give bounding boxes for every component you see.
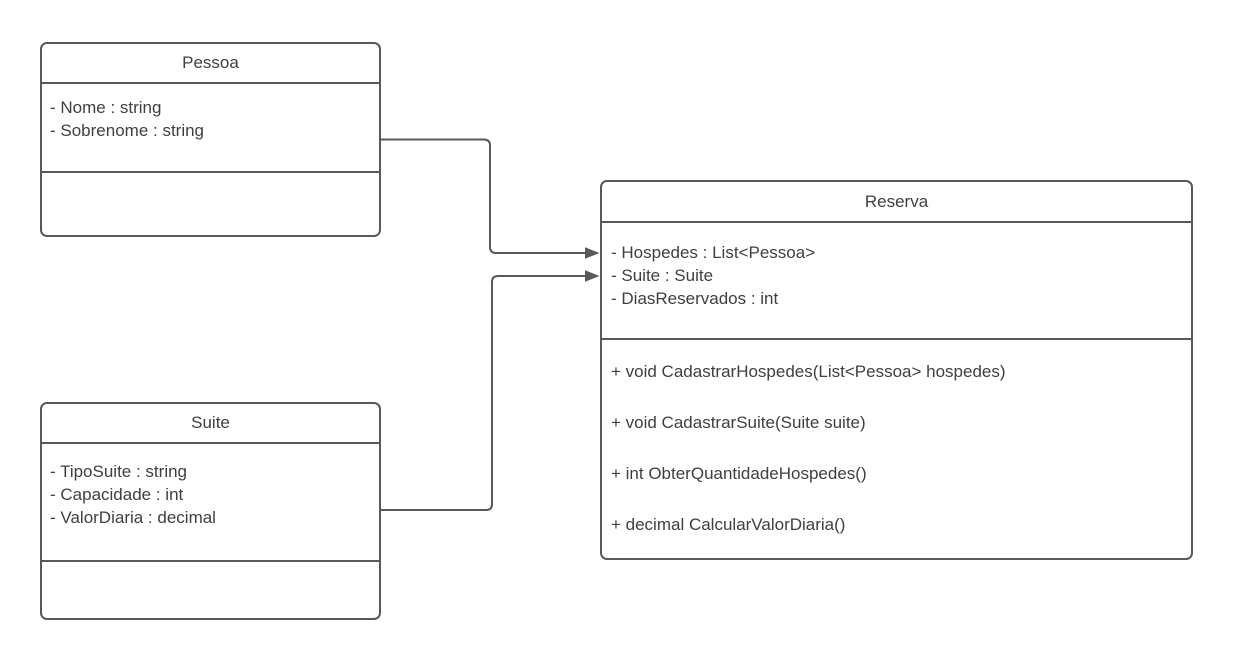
attributes-compartment: - Nome : string - Sobrenome : string [42, 82, 379, 171]
class-title: Pessoa [182, 53, 239, 72]
method-row: + void CadastrarHospedes(List<Pessoa> ho… [611, 362, 1006, 381]
class-box-reserva[interactable]: Reserva - Hospedes : List<Pessoa> - Suite… [600, 180, 1193, 560]
attributes-compartment: - Hospedes : List<Pessoa> - Suite : Suite… [602, 221, 1191, 338]
attribute-row: - DiasReservados : int [611, 289, 779, 308]
attributes-compartment: - TipoSuite : string - Capacidade : int - … [42, 442, 379, 560]
class-box-pessoa[interactable]: Pessoa - Nome : string - Sobrenome : stri… [40, 42, 381, 237]
methods-compartment-empty [42, 171, 379, 235]
class-box-suite[interactable]: Suite - TipoSuite : string - Capacidade :… [40, 402, 381, 620]
methods-compartment-empty [42, 560, 379, 618]
class-title: Suite [191, 413, 230, 432]
method-row: + decimal CalcularValorDiaria() [611, 515, 846, 534]
attribute-row: - ValorDiaria : decimal [50, 508, 216, 527]
attribute-row: - TipoSuite : string [50, 462, 188, 481]
attribute-row: - Hospedes : List<Pessoa> [611, 243, 816, 262]
methods-compartment: + void CadastrarHospedes(List<Pessoa> ho… [602, 338, 1191, 558]
arrowhead-icon [585, 247, 600, 259]
attribute-row: - Suite : Suite [611, 266, 714, 285]
attribute-row: - Capacidade : int [50, 485, 184, 504]
connector-pessoa-reserva[interactable] [381, 138, 600, 259]
connector-suite-reserva[interactable] [381, 270, 600, 511]
attribute-row: - Nome : string [50, 98, 162, 117]
method-row: + int ObterQuantidadeHospedes() [611, 464, 867, 483]
class-title: Reserva [864, 192, 929, 211]
arrowhead-icon [585, 270, 600, 282]
attribute-row: - Sobrenome : string [50, 121, 205, 140]
method-row: + void CadastrarSuite(Suite suite) [611, 413, 866, 432]
